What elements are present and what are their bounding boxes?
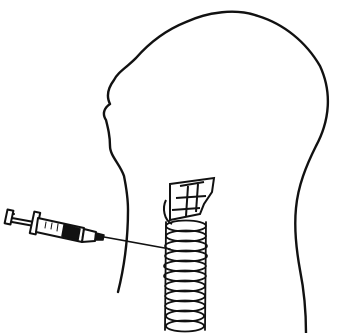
larynx-icon <box>164 178 214 224</box>
head-profile-outline <box>104 12 328 333</box>
syringe-icon <box>5 210 170 249</box>
trachea-icon <box>164 221 207 332</box>
